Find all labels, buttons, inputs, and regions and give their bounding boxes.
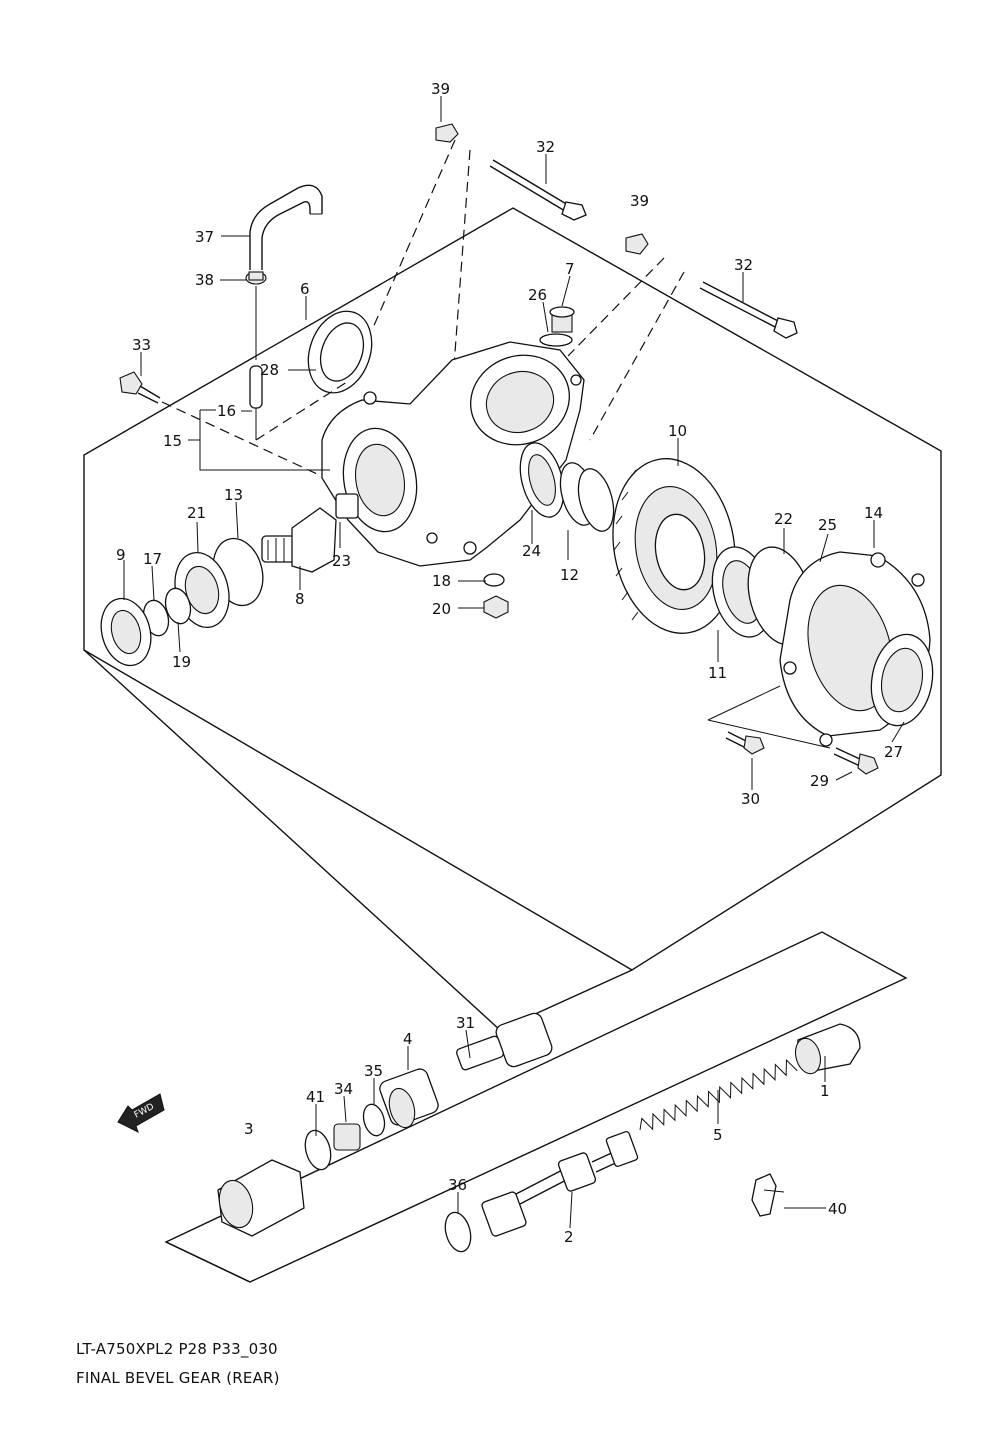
o-ring-36 — [444, 1211, 472, 1253]
callout-41: 41 — [306, 1088, 325, 1106]
coil-spring — [639, 1058, 798, 1131]
callout-25: 25 — [818, 516, 837, 534]
callout-10: 10 — [668, 422, 687, 440]
callout-32-right: 32 — [734, 256, 753, 274]
universal-joint-yoke — [217, 1159, 305, 1237]
callout-32-upper: 32 — [536, 138, 555, 156]
callout-5: 5 — [713, 1126, 723, 1144]
callout-4: 4 — [403, 1030, 413, 1048]
callout-1: 1 — [820, 1082, 830, 1100]
callout-27: 27 — [884, 743, 903, 761]
oil-filler-plug — [549, 306, 575, 333]
ring-gear — [612, 458, 736, 634]
callout-labels: 1 2 3 4 5 6 7 8 9 10 11 12 13 14 15 16 1… — [116, 80, 903, 1246]
stud-bolt-upper — [489, 159, 587, 221]
callout-9: 9 — [116, 546, 126, 564]
callout-3: 3 — [244, 1120, 254, 1138]
forward-direction-arrow: FWD — [117, 1093, 165, 1133]
callout-13: 13 — [224, 486, 243, 504]
callout-19: 19 — [172, 653, 191, 671]
callout-22: 22 — [774, 510, 793, 528]
callout-8: 8 — [295, 590, 305, 608]
cover-bolt-29 — [833, 747, 879, 775]
callout-21: 21 — [187, 504, 206, 522]
hose-clamp — [245, 271, 267, 285]
callout-35: 35 — [364, 1062, 383, 1080]
callout-7: 7 — [565, 260, 575, 278]
callout-26: 26 — [528, 286, 547, 304]
callout-28: 28 — [260, 361, 279, 379]
plug-gasket — [539, 333, 573, 347]
stud-bolt-right — [699, 281, 798, 339]
callout-39-right: 39 — [630, 192, 649, 210]
callout-33: 33 — [132, 336, 151, 354]
callout-14: 14 — [864, 504, 883, 522]
callout-24: 24 — [522, 542, 541, 560]
callout-20: 20 — [432, 600, 451, 618]
bushing-34 — [333, 1123, 361, 1151]
upper-assembly-boundary — [83, 207, 942, 1031]
needle-bearing-4 — [379, 1068, 439, 1129]
hose-clip-40 — [751, 1173, 785, 1217]
callout-16: 16 — [217, 402, 236, 420]
drive-pinion-gear — [261, 493, 359, 573]
bolt-housing — [119, 371, 161, 404]
nut-right — [625, 233, 649, 255]
callout-15: 15 — [163, 432, 182, 450]
bearing-plug — [100, 597, 152, 667]
dowel-pin — [249, 365, 263, 440]
callout-18: 18 — [432, 572, 451, 590]
cover-oil-seal — [870, 633, 934, 727]
callout-11: 11 — [708, 664, 727, 682]
callout-34: 34 — [334, 1080, 353, 1098]
callout-23: 23 — [332, 552, 351, 570]
diagram-title: FINAL BEVEL GEAR (REAR) — [76, 1369, 280, 1387]
callout-29: 29 — [810, 772, 829, 790]
callout-37: 37 — [195, 228, 214, 246]
nut-upper — [435, 123, 459, 143]
drive-shaft — [481, 1130, 639, 1237]
breather-hose — [249, 184, 323, 270]
callout-31: 31 — [456, 1014, 475, 1032]
propeller-shaft-coupling — [456, 1012, 553, 1071]
bearing-24 — [519, 442, 565, 518]
callout-36: 36 — [448, 1176, 467, 1194]
lower-assembly-boundary — [164, 931, 908, 1283]
drain-gasket — [483, 573, 505, 587]
callout-40: 40 — [828, 1200, 847, 1218]
callout-17: 17 — [143, 550, 162, 568]
diagram-code: LT-A750XPL2 P28 P33_030 — [76, 1340, 278, 1358]
gear-case-housing — [321, 341, 585, 567]
washer-35 — [362, 1103, 386, 1137]
callout-6: 6 — [300, 280, 310, 298]
washer-19 — [164, 587, 192, 625]
callout-12: 12 — [560, 566, 579, 584]
leader-lines — [123, 96, 905, 1229]
boot-1 — [794, 1023, 861, 1075]
callout-30: 30 — [741, 790, 760, 808]
cover-bolt-30 — [725, 731, 765, 755]
oil-seal — [307, 310, 373, 394]
drain-bolt — [483, 595, 509, 619]
callout-39-upper: 39 — [431, 80, 450, 98]
o-ring-41 — [304, 1129, 332, 1171]
callout-38: 38 — [195, 271, 214, 289]
spacer-12 — [559, 462, 615, 532]
callout-2: 2 — [564, 1228, 574, 1246]
